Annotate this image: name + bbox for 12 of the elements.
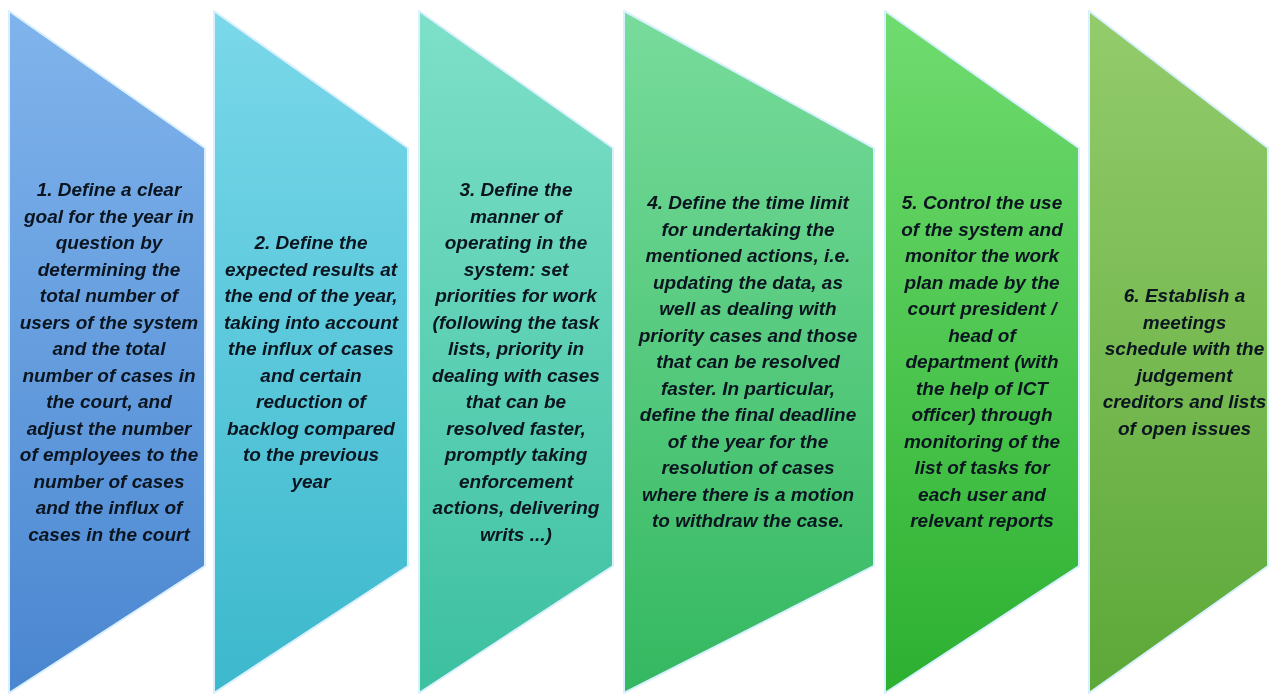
chevron-step xyxy=(623,10,875,694)
step-text: 2. Define the expected results at the end of the year, taking into account the influx of cases and certain reduction of backlog compared to the previous year xyxy=(223,231,399,494)
step-text: 1. Define a clear goal for the year in question by determining the total number of users of the system and the total number of cases in the court, and adjust the number of employees to the number of cases and the influx of cases in the court xyxy=(18,178,200,547)
step-text: 5. Control the use of the system and monitor the work plan made by the court president / head of department (with the help of ICT officer) through monitoring of the list of tasks for each user and relevant reports xyxy=(900,191,1064,533)
step-text: 3. Define the manner of operating in the system: set priorities for work (following the task lists, priority in dealing with cases that can be resolved faster, promptly taking enforcement actions, delivering writs ...) xyxy=(431,178,601,547)
step-text: 6. Establish a meetings schedule with the judgement creditors and lists of open issues xyxy=(1102,284,1267,441)
chevron-step xyxy=(213,10,409,694)
chevron-step xyxy=(8,10,206,694)
chevron-step xyxy=(1088,10,1269,694)
chevron-step xyxy=(418,10,614,694)
step-text: 4. Define the time limit for undertaking the mentioned actions, i.e. updating the data, as well as dealing with priority cases and those that can be resolved faster. In particular, define the final deadline of the year for the resolution of cases where there is a motion to withdraw the case. xyxy=(637,191,859,533)
chevron-step xyxy=(884,10,1080,694)
